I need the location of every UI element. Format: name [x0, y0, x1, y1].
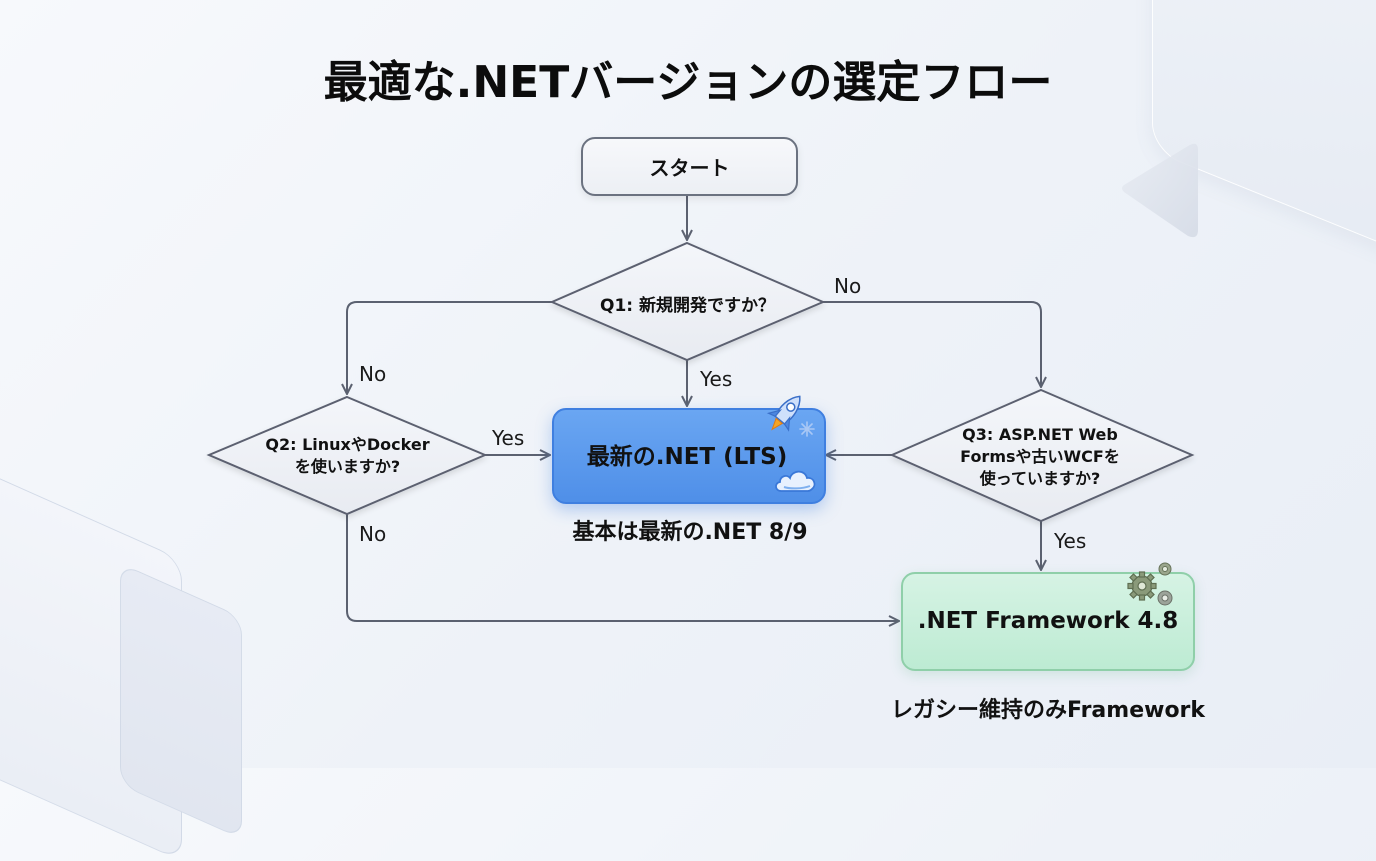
result-latest-net-caption: 基本は最新の.NET 8/9 [572, 520, 808, 545]
cloud-icon [775, 470, 816, 492]
start-node [581, 137, 798, 196]
decision-q2-line2: を使いますか? [294, 457, 401, 476]
edge-label-q1-no: No [834, 274, 862, 298]
decision-q2-shape [206, 395, 488, 516]
decision-q1-label: Q1: 新規開発ですか？ [600, 295, 775, 316]
decision-q3-label: Q3: ASP.NET Web Formsや古いWCFを 使っていますか? [920, 421, 1160, 493]
edge-q2-no-to-framework [346, 514, 899, 621]
result-framework-label: .NET Framework 4.8 [917, 607, 1179, 634]
decision-q2-line1: Q2: LinuxやDocker [265, 435, 430, 454]
decision-q1-shape [549, 241, 826, 362]
edge-q1-left-to-q2 [347, 301, 552, 394]
decision-q3-line1: Q3: ASP.NET Web [962, 425, 1118, 444]
decision-q2-label: Q2: LinuxやDocker を使いますか? [230, 432, 465, 480]
edge-label-q1-yes: Yes [700, 367, 733, 391]
page-title: 最適な.NETバージョンの選定フロー [323, 57, 1053, 108]
gears-icon [1127, 562, 1173, 606]
result-framework-caption: レガシー維持のみFramework [890, 698, 1206, 723]
start-node-label: スタート [649, 156, 730, 180]
decision-q3-line3: 使っていますか? [979, 469, 1101, 488]
sparkle-icon [799, 421, 815, 437]
decision-q3-shape [889, 388, 1195, 523]
edge-label-q2-yes: Yes [492, 426, 525, 450]
flowchart-connectors [206, 193, 1195, 768]
edge-label-q2-no: No [359, 522, 387, 546]
decision-q3-line2: Formsや古いWCFを [960, 447, 1120, 466]
rocket-icon [766, 395, 801, 432]
result-latest-net-label: 最新の.NET (LTS) [586, 444, 788, 470]
edge-q1-no-to-q3 [823, 301, 1041, 387]
edge-label-q1-left-no: No [359, 362, 387, 386]
edge-label-q3-yes: Yes [1054, 529, 1087, 553]
